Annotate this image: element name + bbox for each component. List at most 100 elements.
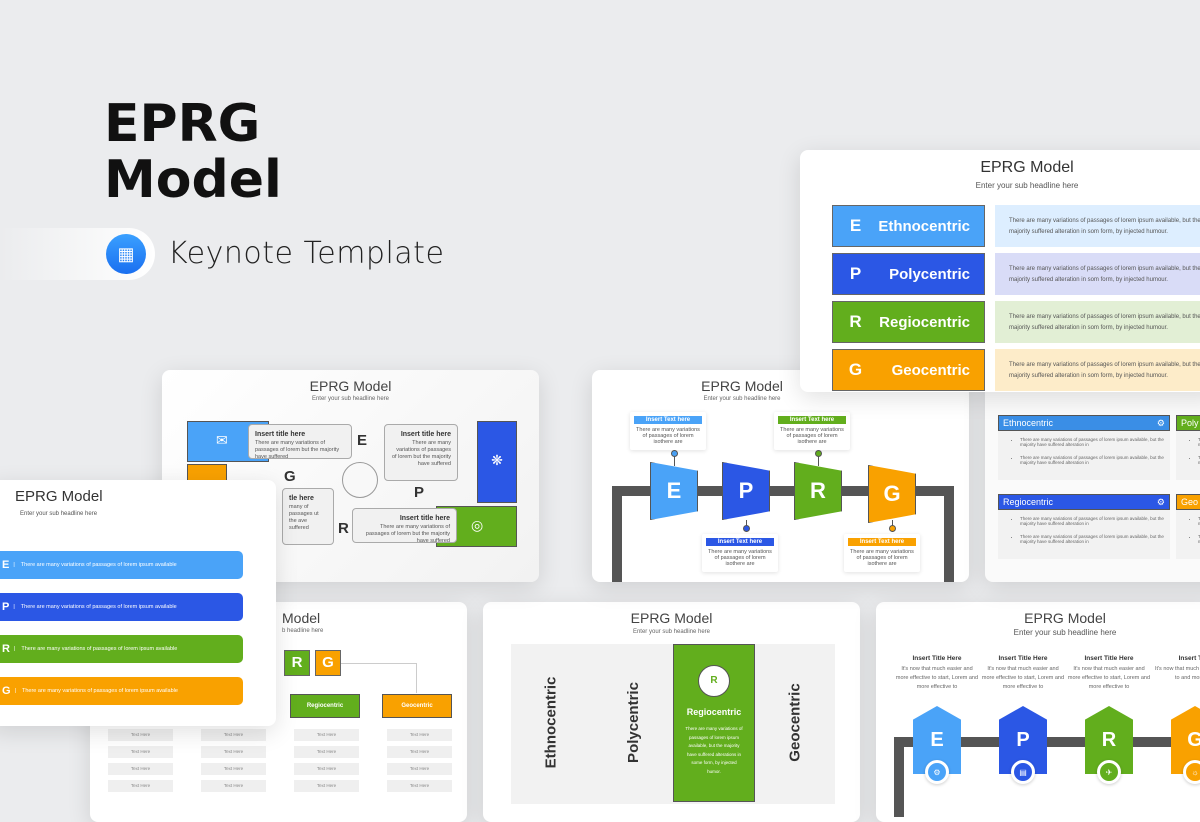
tree-cell: Text Here — [201, 746, 266, 758]
letter-g: G — [284, 468, 296, 485]
box-text: There are many variations of passages of… — [392, 440, 451, 467]
bar-text: There are many variations of passages of… — [22, 688, 178, 694]
card-poly: PolyThere are many variations of passage… — [1176, 415, 1200, 480]
track — [894, 737, 1200, 747]
tree-cell: Text Here — [294, 763, 359, 775]
bar-text: There are many variations of passages of… — [21, 646, 178, 652]
column-label: Ethnocentric — [542, 676, 560, 768]
connector — [674, 454, 675, 466]
tree-cell: Text Here — [201, 763, 266, 775]
hero-subtitle: Keynote Template — [168, 236, 445, 271]
row-description: There are many variations of passages of… — [995, 301, 1200, 343]
card-bullet: There are many variations of passages of… — [1020, 534, 1170, 544]
card-bullet: There are many variations of passages of… — [1020, 437, 1170, 447]
label-title: Insert Text here — [778, 416, 846, 424]
box-title: Insert title here — [399, 515, 450, 522]
tree-cell: Text Here — [108, 780, 173, 792]
card-ethnocentric: Ethnocentric⚙There are many variations o… — [998, 415, 1170, 480]
row-description: There are many variations of passages of… — [995, 205, 1200, 247]
slide-arrows[interactable]: EPRG Model Enter your sub headline here … — [876, 602, 1200, 822]
lightbulb-icon: ☼ — [1183, 760, 1200, 784]
column-label: Regiocentric — [686, 707, 742, 717]
slide-subtitle: Enter your sub headline here — [20, 511, 98, 517]
column-regiocentric-active: R Regiocentric There are many variations… — [673, 644, 755, 802]
card-bullet: There are many variations of passages of… — [1198, 534, 1200, 544]
tree-cell: Text Here — [387, 780, 452, 792]
letter-p: P — [414, 484, 425, 501]
step-r: R — [794, 462, 842, 520]
card-regiocentric: Regiocentric⚙There are many variations o… — [998, 494, 1170, 559]
bar-p: P|There are many variations of passages … — [0, 593, 243, 621]
slide-bars[interactable]: EPRG Model Enter your sub headline here … — [0, 480, 276, 726]
slide-title: EPRG Model — [1024, 610, 1106, 626]
item-title: Insert Title — [1178, 655, 1200, 662]
step-e: E — [650, 462, 698, 520]
item-text: It's now that much easier and more effec… — [895, 666, 979, 690]
bar-text: There are many variations of passages of… — [20, 604, 177, 610]
column-label: Polycentric — [624, 681, 642, 763]
row-name: Geocentric — [891, 361, 970, 379]
tree-cell: Text Here — [387, 729, 452, 741]
item-title: Insert Title Here — [998, 655, 1048, 662]
slide-timeline[interactable]: EPRG Model Enter your sub headline here … — [592, 370, 969, 582]
box-text: many of passages ut the ave suffered — [289, 504, 319, 531]
connector — [818, 454, 819, 466]
box-title: Insert title here — [400, 431, 451, 438]
tree-cell: Text Here — [294, 746, 359, 758]
connector-dot — [889, 525, 896, 532]
letter-r: R — [338, 520, 349, 537]
arrow-item-text: Insert TitleIt's now that much more effe… — [1153, 654, 1200, 683]
connector-dot — [815, 450, 822, 457]
hero-title-line2: Model — [104, 150, 282, 210]
slide-title: EPRG Model — [15, 488, 103, 505]
column-label: Geocentric — [786, 682, 804, 762]
label-text: There are many variations of passages of… — [636, 427, 700, 445]
label-text: There are many variations of passages of… — [780, 427, 844, 445]
item-text: It's now that much easier and more effec… — [981, 666, 1065, 690]
card-bullet: There are many variations of passages of… — [1020, 455, 1170, 465]
label-title: Insert Text here — [634, 416, 702, 424]
branch-geocentric: Geocentric — [382, 694, 452, 718]
column-text: There are many variations of passages of… — [685, 726, 743, 774]
tree-cell: Text Here — [201, 780, 266, 792]
letter-r: R — [284, 650, 310, 676]
hero-title-line1: EPRG — [104, 94, 261, 154]
item-text: It's now that much more effective to and… — [1154, 666, 1200, 681]
slide-title: EPRG Model — [701, 378, 783, 394]
slide-cards[interactable]: Ethnocentric⚙There are many variations o… — [985, 372, 1200, 582]
row-letter: G — [848, 360, 863, 379]
card-geo: GeoThere are many variations of passages… — [1176, 494, 1200, 559]
branch-regiocentric: Regiocentric — [290, 694, 360, 718]
building-icon: ⚙ — [1156, 418, 1165, 428]
slide-title: EPRG Model — [630, 610, 713, 626]
column-ethnocentric: Ethnocentric — [511, 644, 591, 800]
step-g: G — [868, 465, 916, 523]
slide-table[interactable]: EPRG Model Enter your sub headline here … — [800, 150, 1200, 392]
slide-title: EPRG Model — [980, 159, 1074, 176]
box-text: There are many variations of passages of… — [255, 440, 340, 460]
card-title: Poly — [1181, 418, 1199, 428]
row-name: Polycentric — [889, 265, 970, 283]
tree-cell: Text Here — [294, 780, 359, 792]
slide-columns[interactable]: EPRG Model Enter your sub headline here … — [483, 602, 860, 822]
card-bullet: There are many variations of passages of… — [1198, 455, 1200, 465]
box-text: There are many variations of passages of… — [365, 524, 450, 544]
bar-letter: P — [2, 601, 10, 613]
row-name: Ethnocentric — [878, 217, 970, 235]
label-title: Insert Text here — [848, 538, 916, 546]
box-title: Insert title here — [255, 431, 306, 438]
bar-r: R|There are many variations of passages … — [0, 635, 243, 663]
gear-icon: ❋ — [491, 452, 503, 468]
row-description: There are many variations of passages of… — [995, 253, 1200, 295]
letter-circle: R — [698, 665, 730, 697]
connector-dot — [743, 525, 750, 532]
envelope-icon: ✉ — [216, 432, 228, 448]
slide-subtitle: Enter your sub headline here — [311, 396, 390, 402]
